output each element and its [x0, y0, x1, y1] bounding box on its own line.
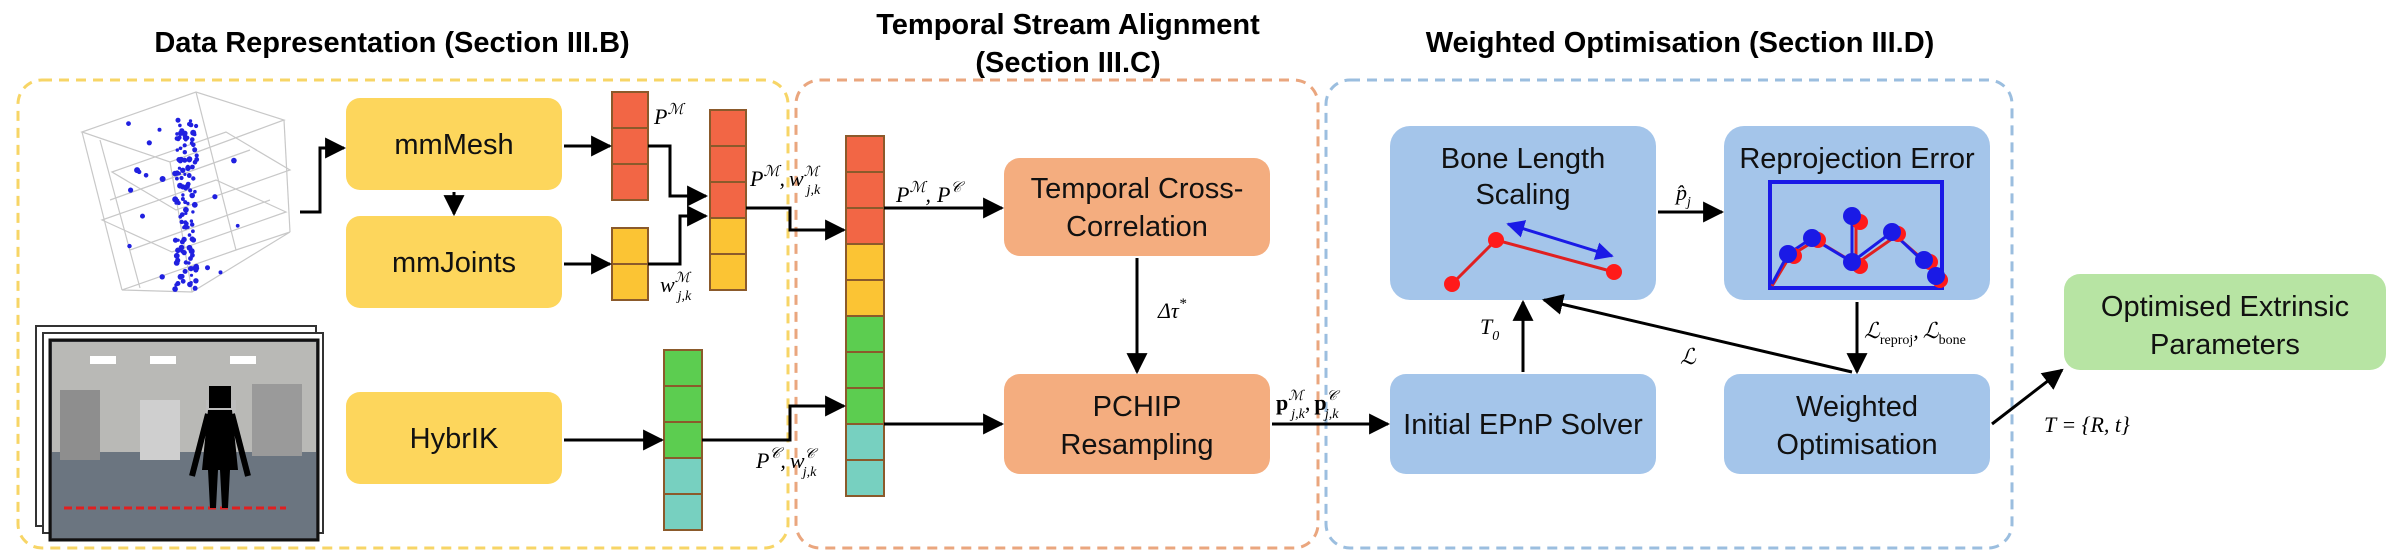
- mmjoints-label: mmJoints: [392, 247, 516, 279]
- label-t-equals: T = {R, t}: [2044, 412, 2130, 437]
- connector-arrows: [300, 135, 2064, 451]
- section-title-weighted: Weighted Optimisation (Section III.D): [1426, 27, 1935, 59]
- section-title-temporal-line2: (Section III.C): [975, 47, 1160, 79]
- section-title-data-representation: Data Representation (Section III.B): [154, 27, 629, 59]
- token-cells: [611, 91, 885, 531]
- cross-correlation-label-line1: Temporal Cross-: [1031, 173, 1244, 205]
- epnp-label: Initial EPnP Solver: [1403, 409, 1643, 441]
- pchip-label-line2: Resampling: [1060, 429, 1213, 461]
- extrinsic-label-line2: Parameters: [2150, 329, 2300, 361]
- svg-text:pℳj,k,p𝒞j,k: pℳj,k,p𝒞j,k: [1276, 389, 1341, 422]
- label-loss-reproj-bone: ℒreproj,ℒbone: [1864, 318, 1966, 348]
- section-frame-data-representation: [16, 78, 790, 550]
- cross-correlation-box: [1004, 158, 1270, 256]
- svg-text:Pℳ: Pℳ: [653, 102, 685, 129]
- bone-length-label-line1: Bone Length: [1441, 143, 1605, 175]
- pchip-box: [1004, 374, 1270, 474]
- aligned-cell-stack: [845, 135, 885, 497]
- label-loss: ℒ: [1680, 344, 1697, 369]
- svg-text:ℒ: ℒ: [1680, 344, 1697, 369]
- mmmesh-label: mmMesh: [394, 129, 513, 161]
- svg-text:Pℳ,P𝒞: Pℳ,P𝒞: [895, 180, 965, 207]
- label-p-hat-j: p̂j: [1674, 180, 1691, 210]
- pchip-label-line1: PCHIP: [1093, 391, 1182, 423]
- label-p-m: Pℳ: [653, 102, 685, 129]
- extrinsic-output-box: [2064, 274, 2386, 370]
- mmmesh-box: [346, 98, 562, 190]
- hybrik-box: [346, 392, 562, 484]
- bone-scaling-illustration: [1444, 220, 1622, 292]
- svg-text:T = {R, t}: T = {R, t}: [2044, 412, 2130, 437]
- extrinsic-label-line1: Optimised Extrinsic: [2101, 291, 2349, 323]
- reprojection-illustration: [1768, 180, 1948, 290]
- combined-m-cell-stack: [709, 109, 747, 291]
- bone-length-label-line2: Scaling: [1475, 179, 1570, 211]
- section-frame-weighted: [1324, 78, 2014, 550]
- hybrik-cell-stack: [663, 349, 703, 531]
- camera-image-stack: [35, 325, 324, 542]
- mmmesh-cell-stack: [611, 91, 649, 201]
- weighted-optimisation-label-line1: Weighted: [1796, 391, 1918, 423]
- weighted-optimisation-label-line2: Optimisation: [1776, 429, 1937, 461]
- cross-correlation-label-line2: Correlation: [1066, 211, 1208, 243]
- section-title-temporal-line1: Temporal Stream Alignment: [876, 9, 1260, 41]
- weighted-optimisation-box: [1724, 374, 1990, 474]
- section-frame-temporal: [794, 78, 1320, 550]
- svg-text:ℒreproj,ℒbone: ℒreproj,ℒbone: [1864, 318, 1966, 348]
- label-pm-pc: Pℳ,P𝒞: [895, 180, 965, 207]
- label-delta-tau: Δτ*: [1157, 296, 1187, 323]
- hybrik-label: HybrIK: [410, 423, 499, 455]
- svg-text:wℳj,k: wℳj,k: [660, 271, 692, 304]
- mmjoints-box: [346, 216, 562, 308]
- svg-text:T0: T0: [1480, 314, 1499, 344]
- svg-text:Pℳ,wℳj,k: Pℳ,wℳj,k: [749, 164, 821, 198]
- epnp-box: [1390, 374, 1656, 474]
- label-t0: T0: [1480, 314, 1499, 344]
- svg-text:p̂j: p̂j: [1674, 180, 1691, 210]
- point-cloud-image: [80, 91, 292, 293]
- mmjoints-cell-stack: [611, 227, 649, 301]
- svg-text:Δτ*: Δτ*: [1157, 296, 1187, 323]
- reprojection-label: Reprojection Error: [1739, 143, 1975, 175]
